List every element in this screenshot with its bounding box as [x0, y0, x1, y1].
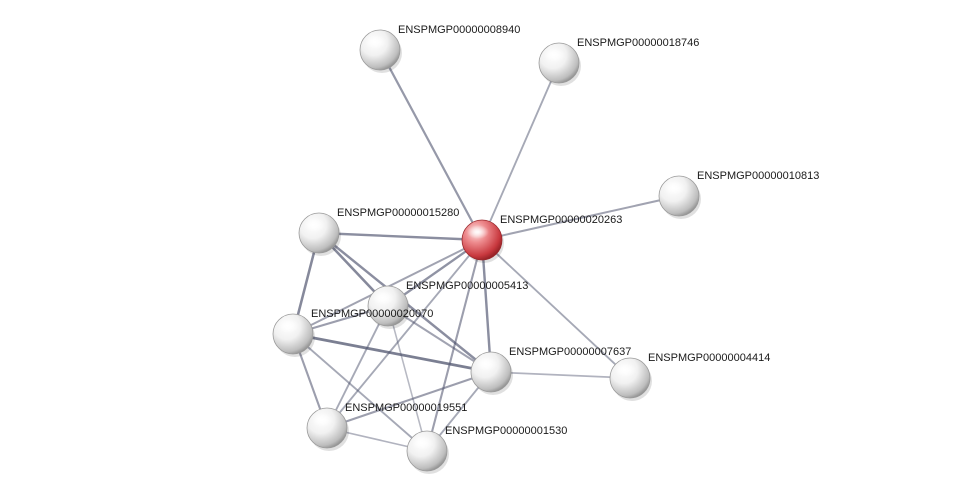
node-highlight — [278, 319, 300, 333]
node-highlight — [373, 291, 395, 305]
edge-n7637-n4414 — [490, 371, 631, 379]
node-n8940[interactable]: ENSPMGP00000008940 — [359, 24, 520, 73]
edge-n7637-n19551 — [325, 370, 493, 430]
edge-n20263-n8940 — [378, 48, 484, 242]
node-label: ENSPMGP00000001530 — [445, 425, 567, 437]
node-highlight — [304, 218, 326, 232]
edge-n20263-n7637 — [480, 238, 493, 374]
node-label: ENSPMGP00000018746 — [577, 37, 699, 49]
node-highlight — [615, 363, 637, 377]
node-highlight — [467, 225, 489, 239]
node-layer: ENSPMGP00000020263 ENSPMGP00000008940ENSP… — [272, 24, 819, 474]
node-n7637[interactable]: ENSPMGP00000007637 — [470, 346, 631, 395]
node-n15280[interactable]: ENSPMGP00000015280 — [298, 207, 459, 256]
edge-n20263-n15280 — [317, 231, 484, 242]
edge-n20070-n1530 — [292, 333, 428, 452]
edge-n20263-n1530 — [425, 238, 484, 453]
node-n20263[interactable]: ENSPMGP00000020263 — [461, 214, 622, 263]
node-n1530[interactable]: ENSPMGP00000001530 — [406, 425, 567, 474]
node-label: ENSPMGP00000004414 — [648, 352, 770, 364]
node-label: ENSPMGP00000007637 — [509, 346, 631, 358]
edge-n5413-n1530 — [387, 305, 428, 452]
edge-n20263-n10813 — [481, 195, 680, 241]
edge-n20263-n19551 — [326, 239, 483, 429]
edge-n20070-n7637 — [291, 332, 493, 374]
node-label: ENSPMGP00000008940 — [398, 24, 520, 36]
node-highlight — [476, 357, 498, 371]
node-label: ENSPMGP00000019551 — [345, 402, 467, 414]
node-label: ENSPMGP00000015280 — [337, 207, 459, 219]
node-n19551[interactable]: ENSPMGP00000019551 — [306, 402, 467, 451]
edge-n5413-n19551 — [326, 305, 389, 429]
node-label: ENSPMGP00000010813 — [697, 170, 819, 182]
node-n20070[interactable]: ENSPMGP00000020070 — [272, 308, 433, 357]
node-highlight — [664, 181, 686, 195]
node-n4414[interactable]: ENSPMGP00000004414 — [609, 352, 770, 401]
edge-n20263-n18746 — [481, 62, 560, 241]
node-highlight — [544, 48, 566, 62]
node-label: ENSPMGP00000020070 — [311, 308, 433, 320]
node-highlight — [312, 413, 334, 427]
node-n5413[interactable]: ENSPMGP00000005413 — [367, 280, 528, 329]
node-label: ENSPMGP00000020263 — [500, 214, 622, 226]
node-highlight — [365, 35, 387, 49]
node-n18746[interactable]: ENSPMGP00000018746 — [538, 37, 699, 86]
node-n10813[interactable]: ENSPMGP00000010813 — [658, 170, 819, 219]
node-highlight — [412, 436, 434, 450]
node-label: ENSPMGP00000005413 — [406, 280, 528, 292]
edge-n20263-n4414 — [481, 239, 631, 379]
